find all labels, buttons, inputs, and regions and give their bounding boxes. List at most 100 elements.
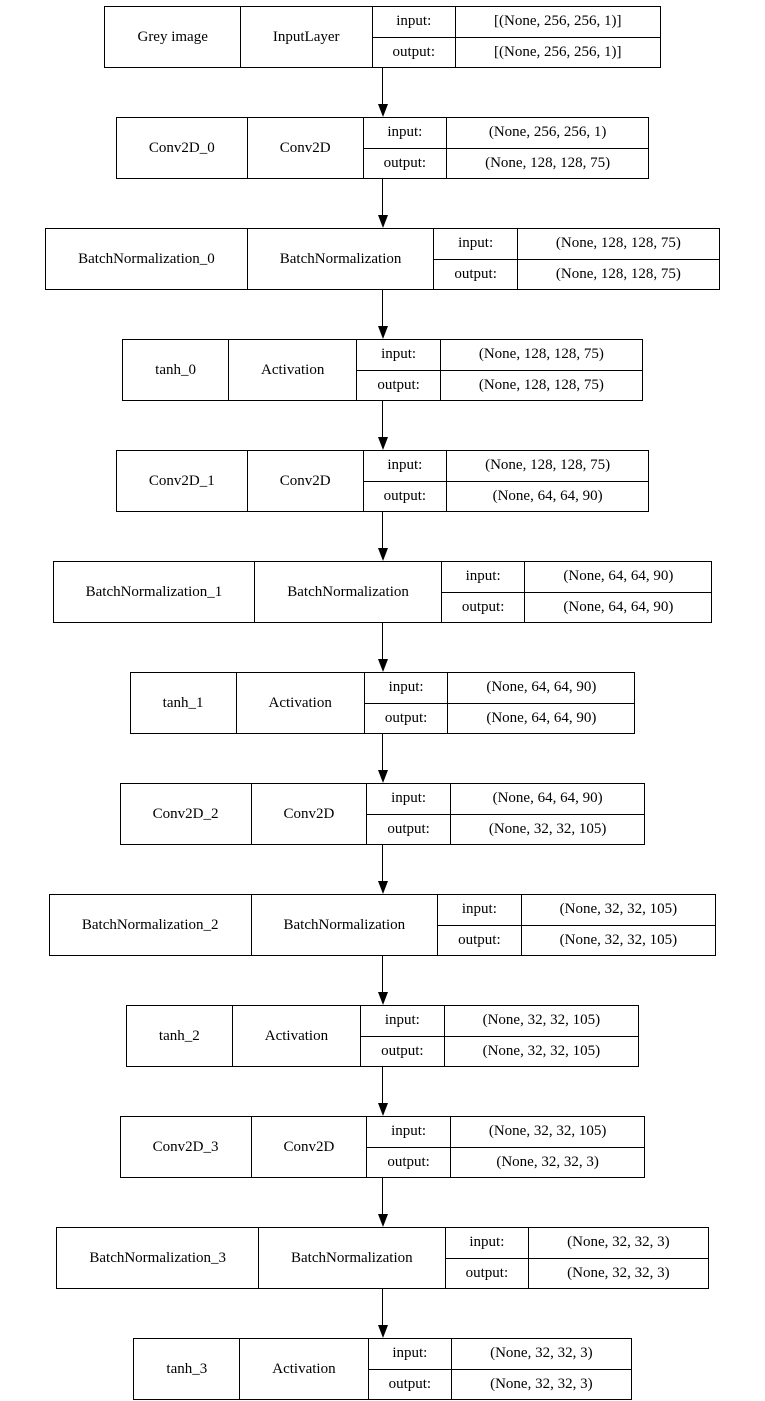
layer-node-tanh-1: tanh_1 Activation input: output: (None, … <box>129 672 636 734</box>
layer-name-cell: tanh_1 <box>162 694 204 711</box>
input-label: input: <box>357 340 440 371</box>
output-label: output: <box>384 709 428 726</box>
output-label: output: <box>388 1375 432 1392</box>
shape-column: (None, 128, 128, 75) (None, 128, 128, 75… <box>439 340 642 400</box>
edge-arrow <box>377 512 388 561</box>
edge-line <box>382 401 383 437</box>
shape-column: (None, 32, 32, 3) (None, 32, 32, 3) <box>528 1228 708 1288</box>
edge-line <box>382 734 383 770</box>
output-shape-value: (None, 64, 64, 90) <box>492 487 603 504</box>
layer-node-batchnormalization-0: BatchNormalization_0 BatchNormalization … <box>45 228 720 290</box>
input-label: input: <box>364 673 448 704</box>
shape-column: (None, 32, 32, 105) (None, 32, 32, 105) <box>520 895 716 955</box>
layer-node-tanh-2: tanh_2 Activation input: output: (None, … <box>125 1005 640 1067</box>
input-shape-value: (None, 32, 32, 3) <box>529 1228 708 1259</box>
layer-node-conv2d-1: Conv2D_1 Conv2D input: output: (None, 12… <box>115 450 650 512</box>
io-label-column: input: output: <box>363 673 448 733</box>
edge-arrow <box>377 1067 388 1116</box>
layer-type-cell: Activation <box>239 1339 367 1399</box>
layer-type-cell: Conv2D <box>246 118 363 178</box>
output-shape-value: (None, 128, 128, 75) <box>555 265 681 282</box>
output-label: output: <box>387 820 430 837</box>
output-shape-value: (None, 32, 32, 105) <box>559 931 678 948</box>
shape-column: [(None, 256, 256, 1)] [(None, 256, 256, … <box>455 7 660 67</box>
arrow-down-icon <box>377 659 388 672</box>
layer-node-batchnormalization-3: BatchNormalization_3 BatchNormalization … <box>56 1227 709 1289</box>
output-label: output: <box>383 154 427 171</box>
input-label: input: <box>367 1117 450 1148</box>
layer-name-cell: tanh_2 <box>158 1027 200 1044</box>
layer-type-cell: InputLayer <box>239 7 372 67</box>
arrow-down-icon <box>377 104 388 117</box>
shape-column: (None, 64, 64, 90) (None, 32, 32, 105) <box>449 784 645 844</box>
edge-arrow <box>377 179 388 228</box>
shape-column: (None, 256, 256, 1) (None, 128, 128, 75) <box>446 118 649 178</box>
arrow-down-icon <box>377 992 388 1005</box>
io-label-column: input: output: <box>437 895 521 955</box>
io-label-column: input: output: <box>433 229 517 289</box>
shape-column: (None, 64, 64, 90) (None, 64, 64, 90) <box>447 673 635 733</box>
edge-line <box>382 623 383 659</box>
input-shape-value: (None, 128, 128, 75) <box>440 340 642 371</box>
shape-column: (None, 128, 128, 75) (None, 128, 128, 75… <box>516 229 719 289</box>
layer-name-cell: BatchNormalization_1 <box>85 583 223 600</box>
layer-name-cell: Conv2D_2 <box>152 805 219 822</box>
edge-arrow <box>377 845 388 894</box>
shape-column: (None, 128, 128, 75) (None, 64, 64, 90) <box>446 451 649 511</box>
output-shape-value: [(None, 256, 256, 1)] <box>494 43 622 60</box>
edge-line <box>382 1178 383 1214</box>
io-label-column: input: output: <box>371 7 456 67</box>
arrow-down-icon <box>377 881 388 894</box>
input-shape-value: (None, 128, 128, 75) <box>447 451 649 482</box>
layer-node-batchnormalization-1: BatchNormalization_1 BatchNormalization … <box>52 561 713 623</box>
edge-arrow <box>377 401 388 450</box>
edge-arrow <box>377 623 388 672</box>
layer-name-cell: BatchNormalization_3 <box>89 1249 226 1266</box>
io-label-column: input: output: <box>444 1228 529 1288</box>
layer-name-cell: Conv2D_3 <box>152 1138 219 1155</box>
output-label: output: <box>381 1042 424 1059</box>
input-label: input: <box>368 1339 452 1370</box>
layer-type-cell: BatchNormalization <box>250 895 438 955</box>
layer-type-cell: Conv2D <box>246 451 363 511</box>
layer-name-cell: tanh_0 <box>155 361 196 378</box>
input-label: input: <box>367 784 450 815</box>
layer-node-tanh-0: tanh_0 Activation input: output: (None, … <box>122 339 643 401</box>
output-shape-value: (None, 32, 32, 3) <box>496 1153 599 1170</box>
layer-type-cell: BatchNormalization <box>258 1228 445 1288</box>
layer-type-cell: Activation <box>228 340 356 400</box>
input-shape-value: (None, 32, 32, 105) <box>521 895 716 926</box>
input-label: input: <box>434 229 517 260</box>
layer-node-tanh-3: tanh_3 Activation input: output: (None, … <box>133 1338 632 1400</box>
edge-line <box>382 68 383 104</box>
layer-node-conv2d-2: Conv2D_2 Conv2D input: output: (None, 64… <box>119 783 646 845</box>
input-label: input: <box>438 895 521 926</box>
shape-column: (None, 32, 32, 3) (None, 32, 32, 3) <box>451 1339 631 1399</box>
shape-column: (None, 32, 32, 105) (None, 32, 32, 3) <box>449 1117 645 1177</box>
edge-line <box>382 956 383 992</box>
layer-node-conv2d-3: Conv2D_3 Conv2D input: output: (None, 32… <box>119 1116 646 1178</box>
io-label-column: input: output: <box>360 1006 444 1066</box>
edge-arrow <box>377 68 388 117</box>
arrow-down-icon <box>377 437 388 450</box>
output-label: output: <box>392 43 436 60</box>
input-label: input: <box>363 118 447 149</box>
edge-arrow <box>377 1178 388 1227</box>
input-shape-value: (None, 256, 256, 1) <box>447 118 649 149</box>
input-label: input: <box>363 451 447 482</box>
layer-type-cell: Activation <box>231 1006 360 1066</box>
layer-name-cell: tanh_3 <box>166 1360 208 1377</box>
layer-node-grey-image: Grey image InputLayer input: output: [(N… <box>104 6 661 68</box>
input-shape-value: (None, 64, 64, 90) <box>525 562 712 593</box>
input-shape-value: (None, 32, 32, 105) <box>444 1006 639 1037</box>
arrow-down-icon <box>377 1103 388 1116</box>
output-label: output: <box>377 376 420 393</box>
layer-node-batchnormalization-2: BatchNormalization_2 BatchNormalization … <box>48 894 717 956</box>
input-label: input: <box>445 1228 529 1259</box>
edge-line <box>382 179 383 215</box>
layer-name-cell: Grey image <box>137 28 208 45</box>
layer-name-cell: Conv2D_1 <box>148 472 215 489</box>
layer-name-cell: BatchNormalization_0 <box>78 250 215 267</box>
layer-type-cell: Conv2D <box>250 1117 367 1177</box>
